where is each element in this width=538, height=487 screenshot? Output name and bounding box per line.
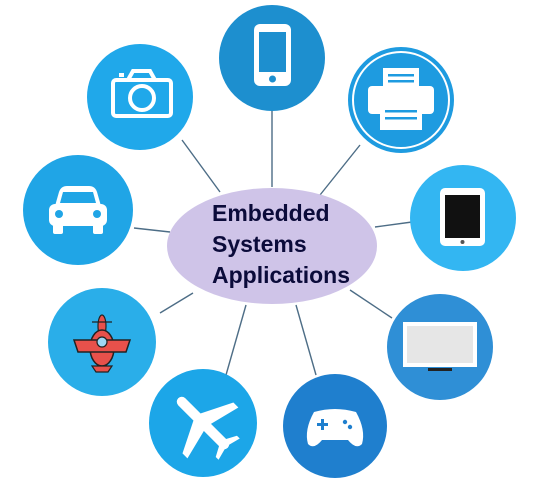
center-label-line-3: Applications [212,262,351,288]
connector-toy-plane [159,292,194,314]
connector-printer [319,144,361,196]
car-icon [49,186,107,234]
connector-gamepad [295,304,317,376]
connector-camera [181,139,221,193]
connector-monitor [349,289,393,319]
center-label-line-2: Systems [212,231,307,257]
gamepad-node [283,374,387,478]
toy-plane-node [48,288,156,396]
smartphone-icon [254,24,291,86]
center-label: Embedded Systems Applications [212,198,382,291]
camera-node-circle [87,44,193,150]
monitor-icon [403,322,477,371]
camera-icon [111,69,173,118]
center-label-line-1: Embedded [212,200,330,226]
car-node [23,155,133,265]
connector-car [133,227,171,233]
monitor-node [387,294,493,400]
toy-airplane-icon [72,314,132,373]
printer-node [345,44,457,156]
connector-airplane [225,304,247,376]
airplane-node [149,369,257,477]
gamepad-icon [306,409,364,447]
camera-node [87,44,193,150]
tablet-node [410,165,516,271]
smartphone-node [219,5,325,111]
printer-icon [368,68,434,130]
connector-tablet [374,221,413,228]
center-ellipse [167,188,377,304]
tablet-icon [440,188,485,246]
connector-lines [133,110,413,376]
airplane-icon [176,396,240,460]
